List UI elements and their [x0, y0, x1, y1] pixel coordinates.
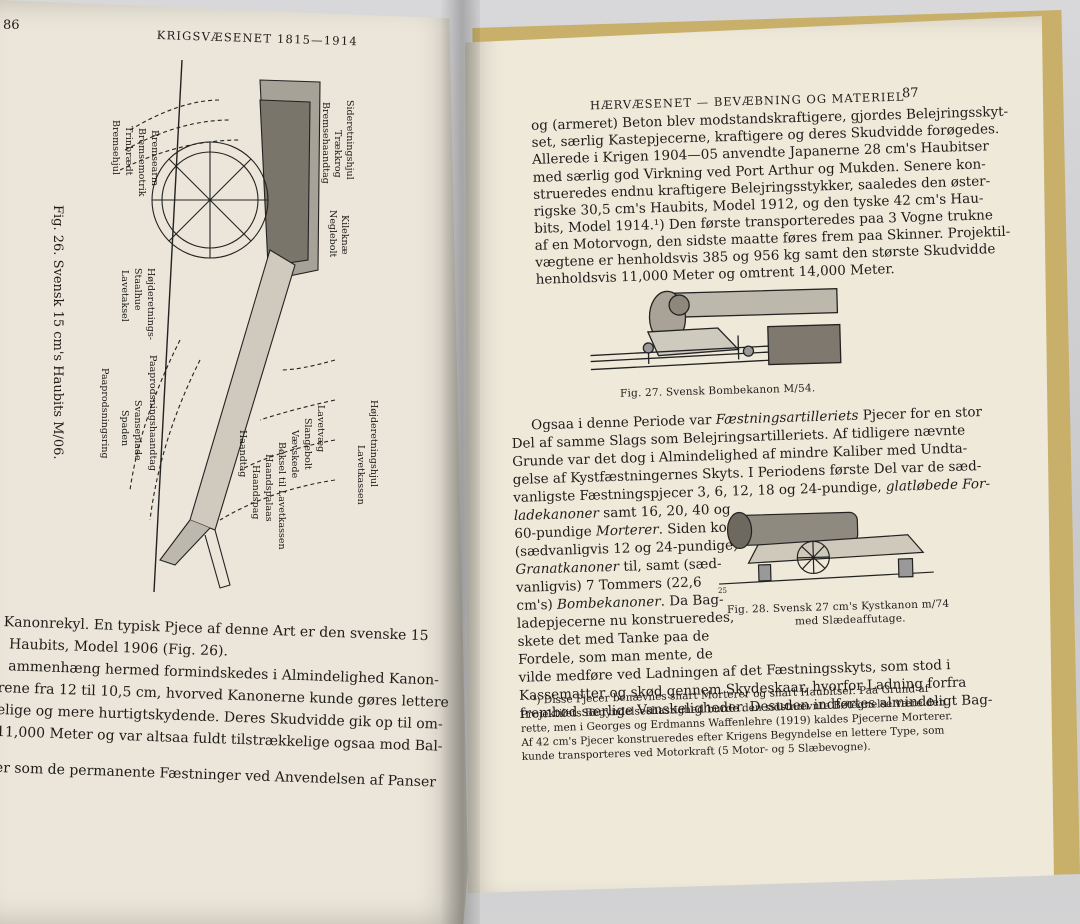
diagram-label: Svanseplade	[132, 400, 143, 461]
fig28-mark: 25	[718, 587, 727, 595]
diagram-label: Bremsemotrik	[136, 128, 147, 197]
fig28-coastal-cannon-illustration: 25	[718, 511, 934, 595]
diagram-label: Trinbrædt	[123, 126, 134, 176]
diagram-label: Sideretningshjul	[344, 100, 355, 180]
diagram-label: Haandtag	[237, 430, 248, 478]
diagram-label: Kileknæ	[339, 215, 350, 255]
diagram-label: Højderetnings-	[145, 268, 156, 341]
fig27-cannon-illustration	[590, 287, 842, 371]
diagram-label: Paaprodsningsring	[99, 368, 110, 459]
fig26-caption: Fig. 26. Svensk 15 cm's Haubits M/06.	[50, 205, 65, 460]
diagram-label: Paaprodsningshaandtag	[147, 355, 158, 472]
diagram-label: Haandspag	[250, 465, 261, 520]
right-page-number: 87	[901, 85, 919, 102]
left-page-number: 86	[3, 18, 20, 33]
book-gutter-shadow	[440, 0, 480, 924]
diagram-label: Bremsehjul	[110, 120, 121, 175]
diagram-label: Haandspalaas	[263, 454, 274, 522]
diagram-label: Spaden	[119, 410, 130, 447]
diagram-label: Vævskede	[289, 430, 300, 479]
fig26-howitzer-diagram	[120, 59, 336, 593]
diagram-label: Lavetkassen	[355, 445, 366, 505]
diagram-label: Slangebolt	[302, 418, 313, 470]
diagram-label: Bremsearm	[149, 130, 160, 186]
diagram-label: Staalhue	[132, 268, 143, 311]
diagram-label: Lavetaksel	[119, 270, 130, 322]
diagram-label: Lavetvæg	[315, 405, 326, 453]
right-page	[465, 16, 1054, 894]
diagram-label: Trækkrog	[332, 130, 343, 178]
diagram-label: Bøksel til Lavetkassen	[276, 442, 287, 550]
diagram-label: Neglebolt	[327, 210, 338, 258]
diagram-label: Bremsehaandtag	[320, 102, 331, 184]
diagram-label: Højderetningshjul	[368, 400, 379, 488]
